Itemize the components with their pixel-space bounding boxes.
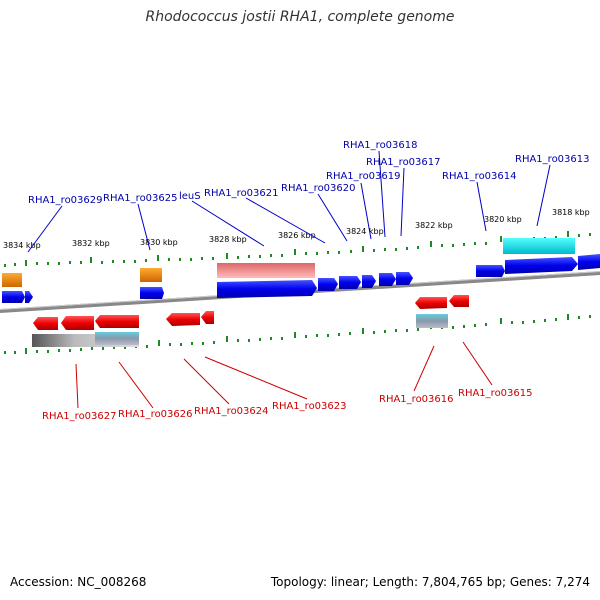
forward-gene-arrow: [476, 265, 505, 277]
reverse-gene-arrow: [95, 315, 139, 328]
forward-gene-labels: RHA1_ro03629 RHA1_ro03625 leuS RHA1_ro03…: [28, 140, 590, 206]
reverse-gene-arrow: [449, 295, 469, 307]
scale-label: 3818 kbp: [552, 208, 590, 217]
accession-text: Accession: NC_008268: [10, 575, 147, 589]
slate-feature: [416, 314, 448, 328]
gene-label: RHA1_ro03629: [28, 195, 103, 206]
gene-label: RHA1_ro03613: [515, 154, 590, 165]
scale-label: 3820 kbp: [484, 215, 522, 224]
gene-label: RHA1_ro03618: [343, 140, 418, 151]
reverse-gene-arrow: [33, 317, 58, 330]
pink-feature: [217, 263, 315, 278]
scale-label: 3824 kbp: [346, 227, 384, 236]
scale-label: 3832 kbp: [72, 239, 110, 248]
forward-gene-arrow: [362, 275, 376, 288]
slate-feature: [95, 332, 139, 345]
reverse-gene-labels: RHA1_ro03627 RHA1_ro03626 RHA1_ro03624 R…: [42, 388, 533, 422]
reverse-leader-lines: [75, 341, 493, 409]
forward-gene-arrow: [339, 276, 361, 289]
scale-labels: 3834 kbp 3832 kbp 3830 kbp 3828 kbp 3826…: [3, 208, 590, 250]
gene-label: RHA1_ro03616: [379, 394, 454, 405]
gene-label: RHA1_ro03627: [42, 411, 117, 422]
top-scale-ruler: [4, 231, 591, 267]
scale-label: 3834 kbp: [3, 241, 41, 250]
forward-gene-arrow: [379, 273, 396, 286]
gene-label: RHA1_ro03615: [458, 388, 533, 399]
gene-label: RHA1_ro03623: [272, 401, 347, 412]
gene-label: RHA1_ro03625: [103, 193, 178, 204]
forward-gene-arrow: [140, 287, 164, 299]
cyan-feature: [503, 238, 575, 254]
forward-gene-arrow: [25, 291, 33, 303]
gene-label: RHA1_ro03619: [326, 171, 401, 182]
reverse-genes: [33, 295, 469, 330]
gene-label: leuS: [179, 191, 201, 202]
forward-leader-lines: [27, 150, 551, 253]
orange-feature: [2, 273, 22, 287]
scale-label: 3826 kbp: [278, 231, 316, 240]
forward-gene-arrow: [578, 254, 600, 270]
forward-genes: [2, 254, 600, 303]
bottom-scale-ruler: [4, 314, 591, 354]
gene-label: RHA1_ro03624: [194, 406, 269, 417]
bottom-track-features: [32, 314, 448, 347]
forward-gene-arrow: [505, 257, 578, 274]
reverse-gene-arrow: [415, 297, 447, 309]
scale-label: 3828 kbp: [209, 235, 247, 244]
genome-stats-text: Topology: linear; Length: 7,804,765 bp; …: [270, 575, 590, 589]
forward-gene-arrow: [318, 278, 338, 291]
orange-feature: [140, 268, 162, 282]
top-track-features: [2, 238, 575, 287]
reverse-gene-arrow: [201, 311, 214, 324]
gene-label: RHA1_ro03614: [442, 171, 517, 182]
gene-label: RHA1_ro03626: [118, 409, 193, 420]
scale-label: 3822 kbp: [415, 221, 453, 230]
page-title: Rhodococcus jostii RHA1, complete genome: [145, 9, 455, 25]
forward-gene-arrow: [396, 272, 413, 285]
gene-label: RHA1_ro03620: [281, 183, 356, 194]
gene-label: RHA1_ro03621: [204, 188, 279, 199]
reverse-gene-arrow: [61, 316, 94, 330]
forward-gene-arrow: [217, 280, 317, 298]
gene-label: RHA1_ro03617: [366, 157, 441, 168]
scale-label: 3830 kbp: [140, 238, 178, 247]
forward-gene-arrow: [2, 291, 25, 303]
reverse-gene-arrow: [166, 313, 200, 326]
